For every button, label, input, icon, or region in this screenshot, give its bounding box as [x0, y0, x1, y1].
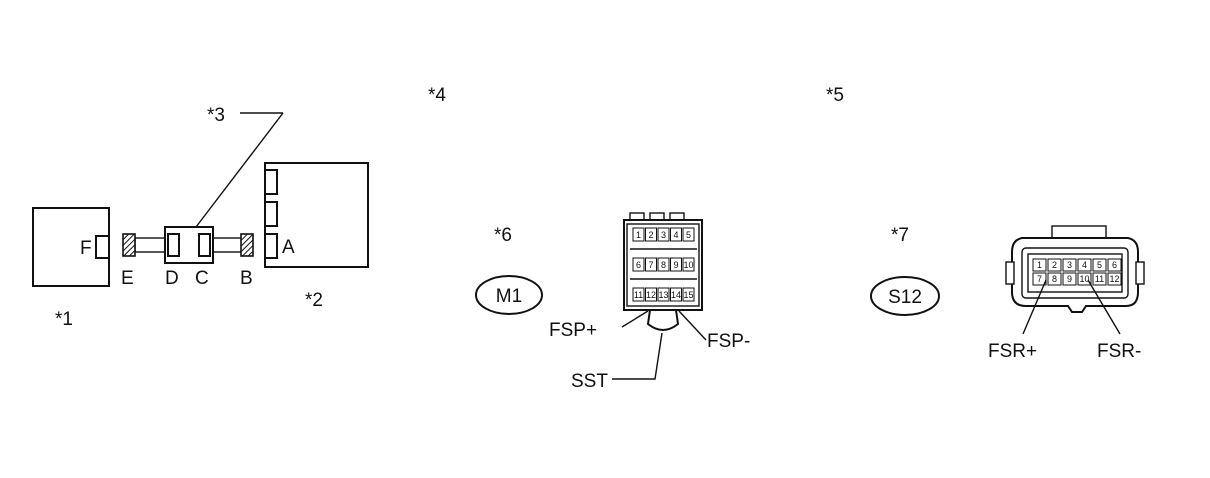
- connector-m1-pin-cell: [632, 257, 645, 272]
- component-2: A: [264, 162, 369, 268]
- connector-m1-pin-number: 7: [648, 260, 653, 270]
- connector-m1-pin-cell: [670, 227, 682, 242]
- connector-m1-pin-cell: [682, 257, 695, 272]
- callout-7: *7: [891, 225, 909, 246]
- connector-s12-pin-cell: [1077, 258, 1092, 272]
- terminal-e-label: E: [121, 268, 134, 289]
- connector-m1-pin-cell: [645, 287, 657, 302]
- sst-label: SST: [571, 371, 608, 392]
- connector-m1-pin-cell: [670, 287, 682, 302]
- connector-m1-pin-cell: [682, 227, 695, 242]
- callout-5: *5: [826, 85, 844, 106]
- callout-6: *6: [494, 225, 512, 246]
- connector-m1-pin-number: 14: [671, 290, 681, 300]
- connector-m1-pin-cell: [632, 227, 645, 242]
- connector-m1-pin-cell: [657, 257, 670, 272]
- connector-s12-pin-number: 9: [1067, 274, 1072, 284]
- callout-1: *1: [55, 309, 73, 330]
- connector-s12-pin-number: 6: [1112, 260, 1117, 270]
- terminal-a-label: A: [282, 237, 295, 258]
- connector-m1-pin-number: 4: [673, 230, 678, 240]
- connector-m1-pin-number: 1: [636, 230, 641, 240]
- component-1: F: [32, 207, 110, 287]
- fsr-minus-label: FSR-: [1097, 341, 1141, 362]
- terminal-b-label: B: [240, 268, 253, 289]
- terminal-c-label: C: [195, 268, 209, 289]
- test-harness: [122, 226, 254, 264]
- connector-s12-pin-number: 10: [1079, 274, 1089, 284]
- connector-s12-pin-number: 7: [1037, 274, 1042, 284]
- connector-m1-pin-number: 13: [658, 290, 668, 300]
- connector-s12-pin-cell: [1077, 272, 1092, 286]
- connector-m1-pin-cell: [657, 287, 670, 302]
- connector-s12-pin-cell: [1047, 258, 1062, 272]
- connector-m1-pin-cell: [657, 227, 670, 242]
- connector-m1-pin-cell: [645, 257, 657, 272]
- connector-m1-pin-number: 6: [636, 260, 641, 270]
- connector-m1-pin-number: 12: [646, 290, 656, 300]
- connector-code-s12: S12: [870, 276, 940, 316]
- plug-b: [240, 233, 254, 257]
- fsr-plus-label: FSR+: [988, 341, 1037, 362]
- callout-2: *2: [305, 290, 323, 311]
- connector-s12-pin-number: 3: [1067, 260, 1072, 270]
- connector-s12-pin-cell: [1092, 272, 1107, 286]
- connector-s12-pin-cell: [1062, 258, 1077, 272]
- connector-code-s12-text: S12: [888, 287, 922, 308]
- callout-4: *4: [428, 85, 446, 106]
- connector-m1-pin-number: 15: [683, 290, 693, 300]
- callout-3: *3: [207, 105, 225, 126]
- terminal-d-label: D: [165, 268, 179, 289]
- connector-m1-pin-cell: [670, 257, 682, 272]
- connector-s12-pin-number: 5: [1097, 260, 1102, 270]
- connector-s12-pin-cell: [1107, 258, 1122, 272]
- fsp-minus-label: FSP-: [707, 331, 750, 352]
- fsp-plus-label: FSP+: [549, 320, 597, 341]
- connector-s12-pin-cell: [1062, 272, 1077, 286]
- connector-m1-pin-number: 9: [673, 260, 678, 270]
- release-tab: [646, 309, 680, 331]
- connector-s12-pin-cell: [1032, 272, 1047, 286]
- connector-s12-pin-number: 12: [1109, 274, 1119, 284]
- connector-m1-pin-cell: [645, 227, 657, 242]
- connector-m1-pin-number: 5: [686, 230, 691, 240]
- connector-code-m1-text: M1: [496, 286, 522, 307]
- connector-s12-pin-number: 2: [1052, 260, 1057, 270]
- connector-m1-pin-number: 11: [634, 290, 643, 300]
- connector-code-m1: M1: [475, 275, 543, 315]
- connector-s12-pin-cell: [1047, 272, 1062, 286]
- connector-s12-pin-number: 8: [1052, 274, 1057, 284]
- connector-m1-pin-number: 10: [683, 260, 693, 270]
- plug-e: [122, 233, 136, 257]
- connector-s12-pin-number: 4: [1082, 260, 1087, 270]
- connector-m1-pin-cell: [632, 287, 645, 302]
- connector-m1-pin-number: 3: [661, 230, 666, 240]
- connector-m1-pin-cell: [682, 287, 695, 302]
- connector-m1-pin-number: 2: [648, 230, 653, 240]
- terminal-f-label: F: [80, 238, 92, 259]
- connector-s12-pin-cell: [1032, 258, 1047, 272]
- connector-s12-pin-number: 11: [1095, 274, 1104, 284]
- connector-s12-pin-number: 1: [1037, 260, 1042, 270]
- connector-s12-pin-cell: [1092, 258, 1107, 272]
- connector-m1-pin-number: 8: [661, 260, 666, 270]
- connector-s12-pin-cell: [1107, 272, 1122, 286]
